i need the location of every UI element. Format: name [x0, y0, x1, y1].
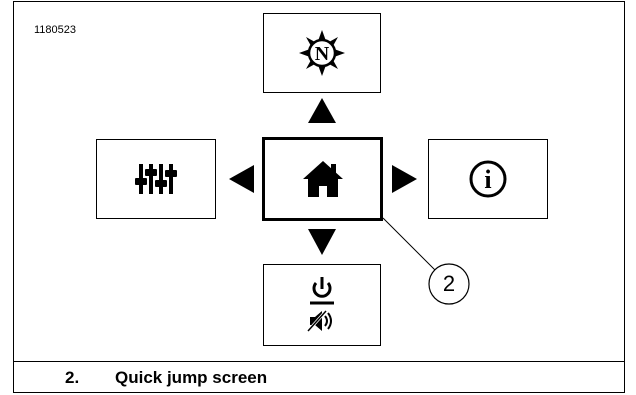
arrow-up-icon — [308, 98, 336, 123]
figure-caption: 2. Quick jump screen — [13, 362, 625, 393]
arrow-right-icon — [392, 165, 417, 193]
home-icon — [302, 161, 343, 197]
settings-button[interactable] — [96, 139, 216, 219]
caption-number: 2. — [65, 368, 80, 387]
arrow-down-icon — [308, 229, 336, 255]
arrow-left-icon — [229, 165, 254, 193]
compass-n-icon: N — [299, 30, 345, 76]
power-mute-icon — [307, 277, 334, 333]
compass-letter: N — [315, 43, 330, 65]
caption-text: Quick jump screen — [115, 368, 268, 387]
sliders-icon — [135, 164, 177, 194]
navigation-button[interactable]: N — [263, 13, 381, 93]
info-letter: i — [484, 165, 491, 194]
speaker-mute-icon — [307, 309, 332, 333]
callout-circle — [428, 263, 470, 305]
callout-number: 2 — [442, 271, 456, 296]
home-button[interactable] — [262, 137, 383, 221]
info-button[interactable]: i — [428, 139, 548, 219]
power-mute-button[interactable] — [263, 264, 381, 346]
figure-frame — [13, 1, 625, 393]
figure-id: 1180523 — [34, 24, 77, 36]
callout-leader-line — [382, 217, 437, 272]
info-icon: i — [469, 160, 507, 198]
caption-divider — [13, 361, 625, 362]
